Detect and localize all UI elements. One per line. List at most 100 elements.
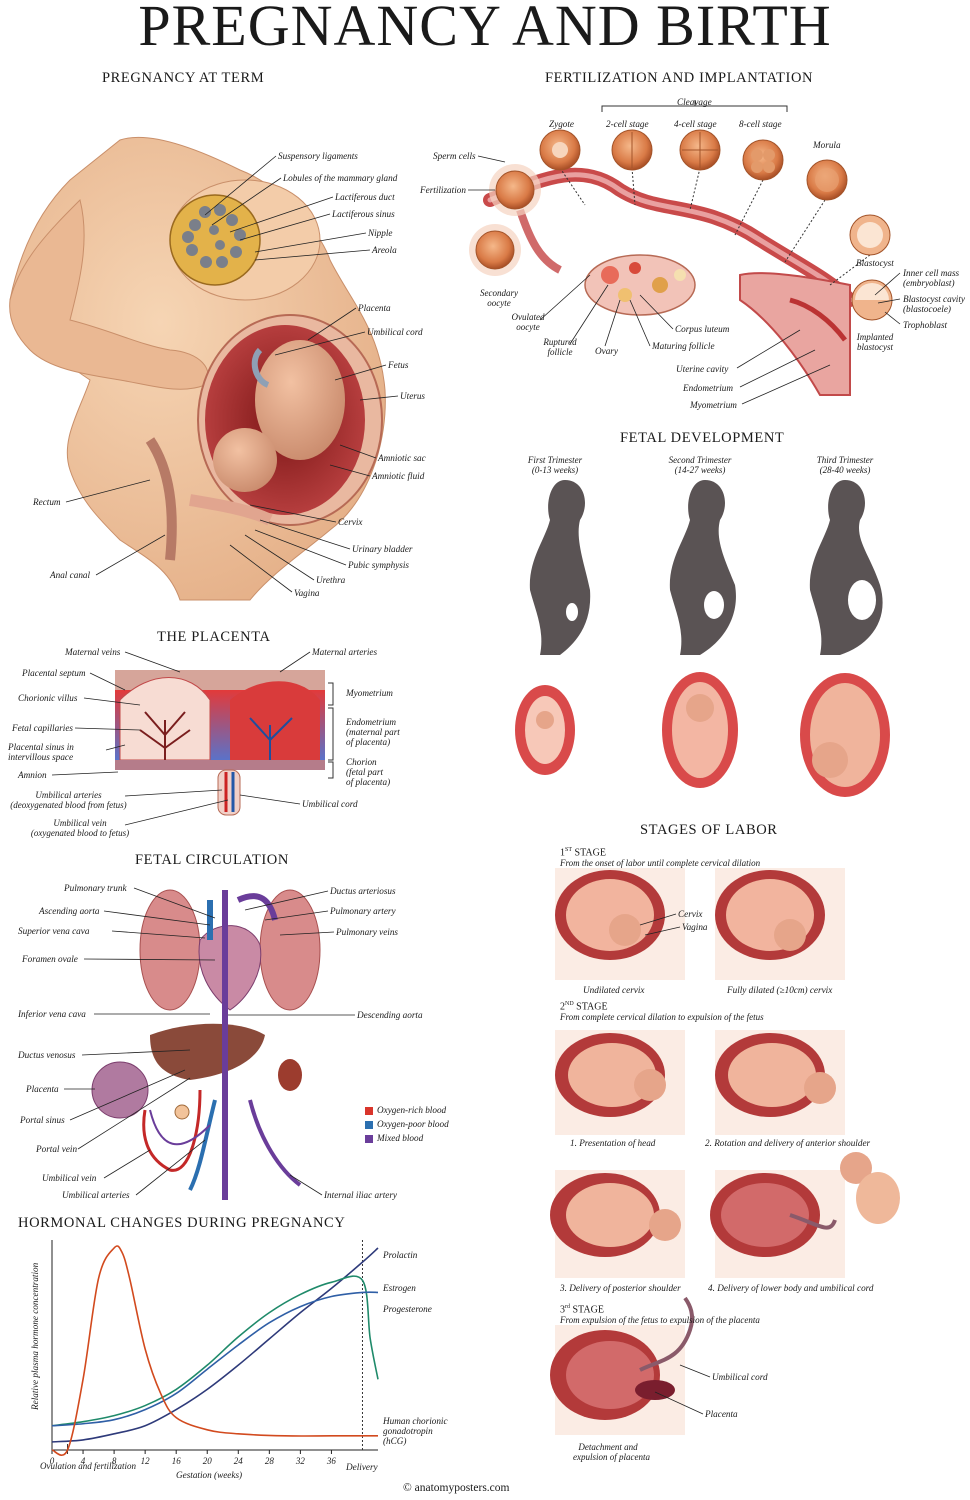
- label-corpus-luteum: Corpus luteum: [675, 324, 730, 334]
- label-endometrium-line3: of placenta): [346, 737, 391, 747]
- zygote-cell: [539, 129, 581, 171]
- labor-panel-dilated: [715, 868, 845, 980]
- label-umb-arteries-line1: Umbilical arteries: [35, 790, 102, 800]
- label-sperm-cells: Sperm cells: [433, 151, 476, 161]
- label-placenta-circ: Placenta: [26, 1084, 59, 1094]
- label-rotation-anterior-shoulder: 2. Rotation and delivery of anterior sho…: [705, 1138, 871, 1148]
- label-posterior-shoulder: 3. Delivery of posterior shoulder: [560, 1283, 681, 1293]
- label-first-trimester: First Trimester(0-13 weeks): [515, 455, 595, 475]
- label-internal-iliac-artery: Internal iliac artery: [324, 1190, 397, 1200]
- label-chorion-line2: (fetal part: [346, 767, 384, 777]
- fertilization-illustration: [483, 100, 871, 396]
- label-morula: Morula: [813, 140, 841, 150]
- series-label-prolactin: Prolactin: [383, 1250, 418, 1260]
- label-ruptured-line1: Ruptured: [543, 337, 577, 347]
- label-first-trimester-line1: First Trimester: [527, 455, 583, 465]
- label-superior-vena-cava: Superior vena cava: [18, 926, 90, 936]
- label-umb-vein-line1: Umbilical vein: [53, 818, 107, 828]
- chart-x-tick-label: 36: [326, 1456, 337, 1466]
- label-blastocyst-cavity: Blastocyst cavity(blastocoele): [903, 294, 965, 314]
- label-pulmonary-veins: Pulmonary veins: [336, 927, 399, 937]
- label-ductus-arteriosus: Ductus arteriosus: [330, 886, 396, 896]
- labor-panel-undilated: [555, 868, 685, 980]
- label-umb-arteries-line2: (deoxygenated blood from fetus): [10, 799, 127, 810]
- label-amniotic-fluid: Amniotic fluid: [372, 471, 425, 481]
- chart-x-tick-label: 20: [203, 1456, 213, 1466]
- label-urethra: Urethra: [316, 575, 346, 585]
- label-umbilical-vein-circ: Umbilical vein: [42, 1173, 97, 1183]
- legend-item-oxygen-poor: Oxygen-poor blood: [365, 1119, 449, 1129]
- label-inner-cell-mass-line1: Inner cell mass: [903, 268, 960, 278]
- stage-2-sup: ND: [565, 1001, 574, 1007]
- label-trophoblast: Trophoblast: [903, 320, 948, 330]
- legend-swatch-oxygen-poor: [365, 1120, 373, 1129]
- chart-x-tick-label: 24: [234, 1456, 244, 1466]
- label-ovulated-line2: oocyte: [516, 321, 540, 332]
- label-4-cell-stage: 4-cell stage: [674, 119, 717, 129]
- stage-3-num: 3: [560, 1304, 565, 1316]
- legend-swatch-oxygen-rich: [365, 1106, 373, 1115]
- labor-panels: [550, 868, 900, 1435]
- label-detachment-line2: expulsion of placenta: [573, 1451, 650, 1462]
- fertilization-cell: [489, 164, 541, 216]
- label-fully-dilated: Fully dilated (≥10cm) cervix: [727, 985, 833, 995]
- label-maternal-veins: Maternal veins: [65, 647, 121, 657]
- label-presentation-of-head: 1. Presentation of head: [570, 1138, 656, 1148]
- label-umbilical-arteries-circ: Umbilical arteries: [62, 1190, 130, 1200]
- stage-2-description: From complete cervical dilation to expul…: [560, 1012, 764, 1023]
- label-first-trimester-line2: (0-13 weeks): [531, 464, 579, 475]
- legend-label-oxygen-poor: Oxygen-poor blood: [377, 1119, 449, 1129]
- label-umbilical-arteries: Umbilical arteries(deoxygenated blood fr…: [6, 790, 131, 810]
- label-cervix: Cervix: [338, 517, 363, 527]
- label-maturing-follicle: Maturing follicle: [652, 341, 715, 351]
- label-myometrium-placenta: Myometrium: [346, 688, 393, 698]
- label-detachment-line1: Detachment and: [578, 1442, 638, 1452]
- label-areola: Areola: [372, 245, 397, 255]
- chart-annotation-ovulation: Ovulation and fertilization: [40, 1461, 136, 1471]
- label-ruptured-line2: follicle: [547, 346, 573, 357]
- section-title-placenta: THE PLACENTA: [157, 629, 271, 645]
- label-myometrium: Myometrium: [690, 400, 737, 410]
- section-title-pregnancy-at-term: PREGNANCY AT TERM: [102, 70, 265, 86]
- label-lobules: Lobules of the mammary gland: [283, 173, 398, 183]
- chart-series: [51, 1245, 379, 1456]
- label-labor-umbilical-cord: Umbilical cord: [712, 1372, 768, 1382]
- chart-xlabel: Gestation (weeks): [176, 1470, 243, 1480]
- chart-x-tick-label: 12: [141, 1456, 151, 1466]
- label-urinary-bladder: Urinary bladder: [352, 544, 413, 554]
- label-lactiferous-sinus: Lactiferous sinus: [332, 209, 395, 219]
- secondary-oocyte-cell: [469, 224, 521, 276]
- label-pulmonary-trunk: Pulmonary trunk: [64, 883, 127, 893]
- label-uterine-cavity: Uterine cavity: [676, 364, 729, 374]
- stage-2-num: 2: [560, 1001, 565, 1013]
- stage-1-description: From the onset of labor until complete c…: [560, 858, 761, 869]
- chart-x-tick-label: 32: [295, 1456, 306, 1466]
- label-secondary-oocyte-line1: Secondary: [480, 288, 518, 298]
- labor-panel-rotation: [715, 1030, 845, 1135]
- label-inner-cell-mass: Inner cell mass(embryoblast): [903, 268, 959, 288]
- legend-swatch-mixed: [365, 1134, 373, 1143]
- label-amniotic-sac: Amniotic sac: [378, 453, 426, 463]
- label-endometrium-line2: (maternal part: [346, 727, 400, 737]
- morula-cell: [806, 159, 848, 201]
- labor-panel-lower-body: [710, 1152, 900, 1278]
- section-title-fertilization: FERTILIZATION AND IMPLANTATION: [545, 70, 814, 86]
- fetus-second-trimester: [662, 672, 738, 788]
- label-uterus: Uterus: [400, 391, 426, 401]
- label-lower-body-cord: 4. Delivery of lower body and umbilical …: [708, 1283, 874, 1293]
- label-rectum: Rectum: [33, 497, 61, 507]
- stage-1-word: STAGE: [572, 847, 606, 859]
- label-lactiferous-duct: Lactiferous duct: [335, 192, 395, 202]
- stage-3-sup: rd: [565, 1304, 570, 1310]
- label-fertilization: Fertilization: [420, 185, 466, 195]
- stage-3-word: STAGE: [570, 1304, 604, 1316]
